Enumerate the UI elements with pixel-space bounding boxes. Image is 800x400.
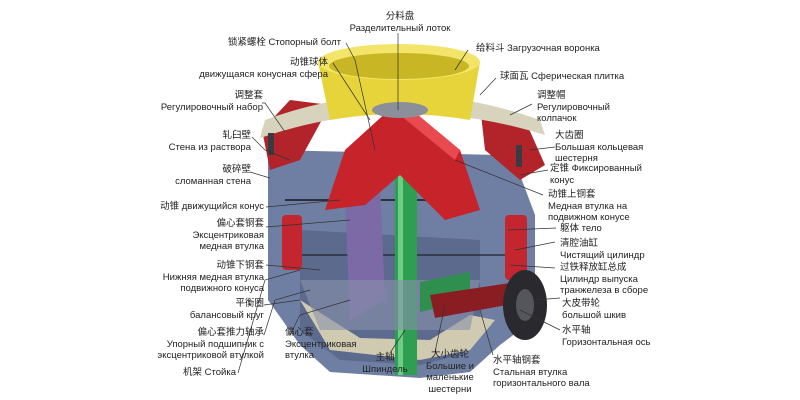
label-body: 躯体 тело	[560, 223, 602, 234]
label-eccentric-sleeve: 偏心套 Эксцентриковая втулка	[285, 327, 357, 361]
label-mortar-wall: 轧臼壁 Стена из раствора	[168, 130, 251, 153]
label-breaking-wall: 破碎壁 сломанная стена	[175, 164, 251, 187]
label-large-pulley: 大皮带轮 большой шкив	[562, 298, 626, 321]
label-main-shaft: 主轴 Шпиндель	[362, 352, 408, 375]
label-eccentric-bush: 偏心套铜套 Эксцентриковая медная втулка	[192, 218, 264, 252]
label-shaft-sleeve: 水平轴钢套 Стальная втулка горизонтального ва…	[493, 355, 590, 389]
moving-cone-shape	[325, 100, 480, 220]
label-large-gear: 大齿圈 Большая кольцевая шестерня	[555, 130, 644, 164]
label-tramp-release: 过铁释放缸总成 Цилиндр выпуска транжелеза в сбо…	[560, 262, 649, 296]
label-frame: 机架 Стойка	[183, 367, 236, 378]
label-thrust-bearing: 偏心套推力轴承 Упорный подшипник с эксцентриков…	[157, 327, 264, 361]
label-moving-cone: 动锥 движущийся конус	[160, 201, 264, 212]
label-moving-upper-bush: 动锥上铜套 Медная втулка на подвижном конусе	[548, 189, 630, 223]
label-lock-bolt: 锁紧螺栓 Стопорный болт	[227, 37, 341, 48]
cleaning-cylinder-right	[505, 215, 527, 280]
label-horizontal-shaft: 水平轴 Горизонтальная ось	[562, 325, 651, 348]
label-gears: 大小齿轮 Большие и маленькие шестерни	[426, 349, 474, 395]
label-distribution-plate: 分料盘 Разделительный лоток	[349, 11, 451, 34]
fixed-cone-right	[480, 105, 545, 180]
label-moving-cone-sphere: 动锥球体 движущаяся конусная сфера	[199, 57, 328, 80]
label-cleaning-cylinder: 清腔油缸 Чистящий цилиндр	[560, 238, 645, 261]
label-fixed-cone: 定锥 Фиксированный конус	[550, 163, 642, 186]
label-spherical-tile: 球面瓦 Сферическая плитка	[500, 71, 625, 82]
label-feed-hopper: 给料斗 Загрузочная воронка	[476, 43, 600, 54]
label-lower-bush: 动锥下铜套 Нижняя медная втулка подвижного ко…	[162, 260, 264, 294]
cleaning-cylinder-left	[282, 215, 302, 270]
label-balance-ring: 平衡圈 балансовый круг	[189, 298, 264, 321]
label-adjust-sleeve: 调整套 Регулировочный набор	[160, 90, 263, 113]
label-adjust-cap: 调整帽 Регулировочный колпачок	[537, 90, 610, 124]
frame-lower-cream	[300, 300, 495, 360]
